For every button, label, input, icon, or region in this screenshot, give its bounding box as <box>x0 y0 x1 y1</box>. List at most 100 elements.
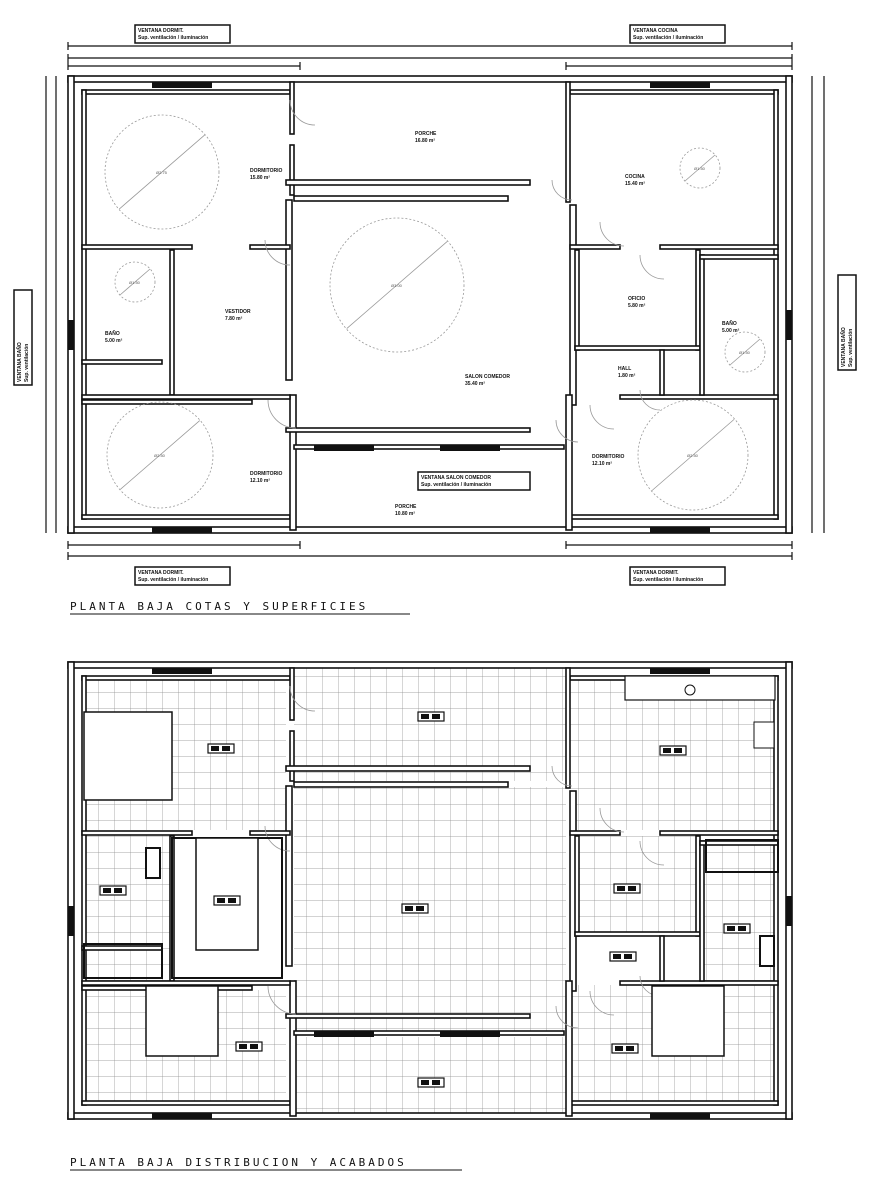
wall <box>81 945 163 951</box>
room-area: 5.00 m² <box>722 328 740 334</box>
window <box>440 1031 500 1037</box>
wall <box>289 144 295 196</box>
wall <box>574 345 701 351</box>
fixture <box>705 839 779 873</box>
finish-tag <box>659 745 687 756</box>
finish-tag-box <box>417 1077 445 1088</box>
circle-diameter-label: Ø2.75 <box>156 170 168 175</box>
room-area: 10.80 m² <box>395 511 415 517</box>
wall <box>293 444 565 450</box>
room-area: 15.40 m² <box>625 181 645 187</box>
finish-tag-mark <box>250 1044 258 1049</box>
wall <box>285 427 531 433</box>
room-name: BAÑO <box>722 320 737 327</box>
window-note-box <box>417 471 531 491</box>
finish-tag-mark <box>738 926 746 931</box>
turning-circle <box>114 261 156 303</box>
plan-title-distribution: PLANTA BAJA DISTRIBUCION Y ACABADOS <box>70 1156 407 1169</box>
window <box>152 1113 212 1119</box>
wall <box>569 514 779 520</box>
wall <box>569 1100 779 1106</box>
circle-diameter-label: Ø2.50 <box>154 453 166 458</box>
plan-distribution-finishes <box>67 661 793 1120</box>
finish-tag-mark <box>727 926 735 931</box>
door-swing <box>264 239 291 266</box>
window-note-line: Sup. ventilación <box>24 344 30 382</box>
wall <box>699 254 779 260</box>
bidet-icon <box>759 935 775 967</box>
room-name: BAÑO <box>105 330 120 337</box>
circle-diameter <box>119 420 201 490</box>
wall <box>773 675 779 1106</box>
window-note-line: Sup. ventilación / iluminación <box>138 577 208 583</box>
finish-tag-mark <box>663 748 671 753</box>
room-name: COCINA <box>625 174 645 180</box>
wall <box>574 931 701 937</box>
finish-tag <box>723 923 751 934</box>
finish-tag-box <box>401 903 429 914</box>
wall <box>659 935 665 982</box>
room-area: 35.40 m² <box>465 381 485 387</box>
finish-tag <box>235 1041 263 1052</box>
wall <box>574 835 580 937</box>
wall <box>67 75 793 83</box>
window-note-line: VENTANA BAÑO <box>840 327 847 367</box>
wall <box>289 81 295 135</box>
finish-tag <box>207 743 235 754</box>
wall <box>293 1030 565 1036</box>
room-name: DORMITORIO <box>592 454 625 460</box>
finish-tag-box <box>611 1043 639 1054</box>
room-name: VESTIDOR <box>225 309 251 315</box>
window <box>786 896 792 926</box>
finish-tag-mark <box>624 954 632 959</box>
wall <box>169 249 175 396</box>
wall <box>699 840 705 982</box>
plan-title-dimensions: PLANTA BAJA COTAS Y SUPERFICIES <box>70 600 368 613</box>
window <box>786 310 792 340</box>
wall <box>785 75 793 534</box>
door-swing <box>267 985 297 1015</box>
wall <box>249 244 291 250</box>
wall <box>81 244 193 250</box>
wall <box>565 667 571 789</box>
wall <box>569 89 779 95</box>
window-note-line: Sup. ventilación / iluminación <box>633 35 703 41</box>
wall <box>285 199 293 381</box>
finish-tag-box <box>417 711 445 722</box>
room-name: DORMITORIO <box>250 168 283 174</box>
fixture <box>83 943 163 979</box>
circle-diameter-label: Ø1.50 <box>129 280 141 285</box>
wall <box>285 785 293 967</box>
wall <box>619 394 779 400</box>
wall <box>81 399 253 405</box>
finish-tag <box>417 711 445 722</box>
finish-tag-box <box>235 1041 263 1052</box>
wall <box>81 89 291 95</box>
circle-diameter <box>684 154 716 182</box>
finish-tag-mark <box>674 748 682 753</box>
wall <box>785 661 793 1120</box>
circle-diameter-label: Ø3.00 <box>391 283 403 288</box>
wall <box>67 661 793 669</box>
bed <box>83 711 173 801</box>
window <box>650 527 710 533</box>
door-swing <box>599 221 625 247</box>
finish-tag-mark <box>421 714 429 719</box>
finish-tag-mark <box>239 1044 247 1049</box>
room-area: 16.80 m² <box>415 138 435 144</box>
circle-diameter <box>119 268 151 296</box>
wall <box>289 980 297 1117</box>
door-swing <box>264 825 291 852</box>
room-area: 7.80 m² <box>225 316 243 322</box>
room-name: PORCHE <box>395 504 417 510</box>
finish-tag-mark <box>222 746 230 751</box>
wall <box>81 514 291 520</box>
window-note: VENTANA DORMIT.Sup. ventilación / ilumin… <box>134 24 231 44</box>
window-note-line: Sup. ventilación / iluminación <box>138 35 208 41</box>
door-swing <box>289 685 316 712</box>
circle-diameter <box>346 241 448 329</box>
circle-diameter-label: Ø1.50 <box>694 166 706 171</box>
door-swing <box>267 399 297 429</box>
